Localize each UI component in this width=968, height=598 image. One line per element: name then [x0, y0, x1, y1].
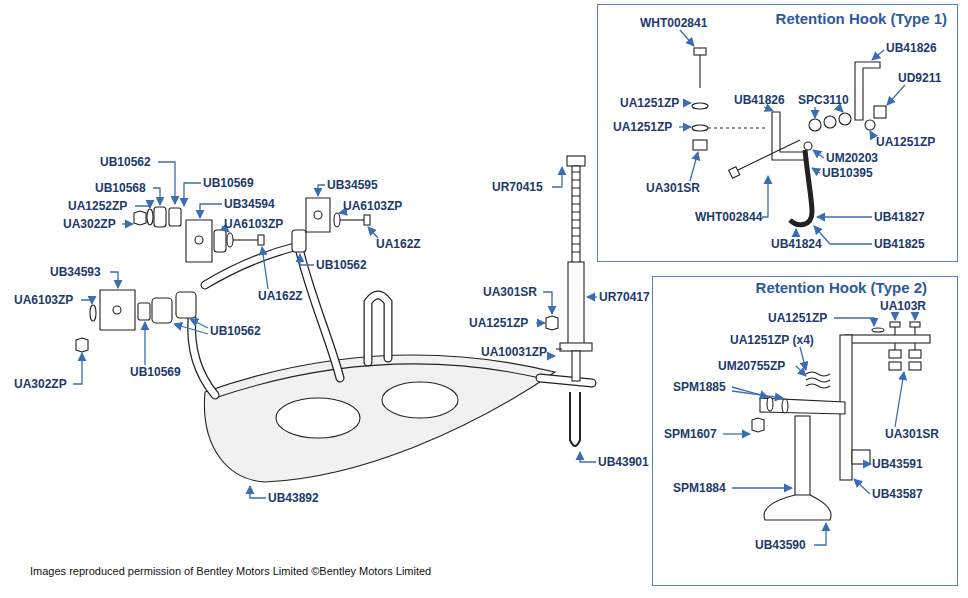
part-number: UA301SR: [646, 181, 700, 195]
part-number: UA1251ZP: [768, 311, 827, 325]
part-number: UB43901: [598, 455, 649, 469]
part-number: UA6103ZP: [14, 293, 73, 307]
part-number: UA6103ZP: [224, 217, 283, 231]
part-number: UA162Z: [376, 237, 421, 251]
part-number: WHT002844: [695, 210, 762, 224]
part-number: SPC3110: [798, 93, 849, 107]
part-number: UA1251ZP: [613, 120, 672, 134]
part-number: UR70415: [492, 180, 543, 194]
retention-hook: [692, 48, 886, 225]
bush-group: [76, 290, 196, 352]
part-number: UB41827: [874, 210, 925, 224]
part-number: UB34593: [50, 265, 101, 279]
part-number: UA1251ZP (x4): [730, 333, 814, 347]
part-number: UB10562: [210, 324, 261, 338]
part-number: UA162Z: [258, 289, 303, 303]
copyright-caption: Images reproduced permission of Bentley …: [30, 564, 431, 578]
part-number: UR70417: [599, 290, 650, 304]
part-number: UB10562: [100, 155, 151, 169]
part-number: WHT002841: [640, 16, 707, 30]
part-number: SPM1885: [673, 380, 726, 394]
part-number: UB10562: [316, 258, 367, 272]
part-number: UB43591: [872, 457, 923, 471]
part-number: UA301SR: [885, 427, 939, 441]
part-number: UB41826: [886, 41, 937, 55]
part-number: UB43892: [268, 491, 319, 505]
part-number: UB43590: [755, 538, 806, 552]
part-number: UB10569: [203, 176, 254, 190]
part-number: UB34594: [224, 197, 275, 211]
part-number: UB10395: [822, 166, 873, 180]
frame-tube: [192, 246, 592, 395]
part-number: UB43587: [872, 487, 923, 501]
part-number: UD9211: [898, 71, 941, 85]
support-rod: [546, 156, 592, 446]
part-number: UA10031ZP: [481, 345, 547, 359]
part-number: UA1251ZP: [876, 135, 935, 149]
part-number: SPM1607: [664, 427, 717, 441]
part-number: UA302ZP: [63, 217, 116, 231]
part-number: UA302ZP: [14, 377, 67, 391]
part-number: UA1252ZP: [68, 199, 127, 213]
part-number: UB41826: [734, 93, 785, 107]
part-number: UA1251ZP: [469, 316, 528, 330]
part-number: UB41825: [874, 237, 925, 251]
bush-group: [134, 207, 264, 262]
part-number: UA301SR: [483, 285, 537, 299]
part-number: UM20755ZP: [718, 359, 785, 373]
part-number: UB10569: [130, 365, 181, 379]
part-number: UA1251ZP: [620, 96, 679, 110]
part-number: SPM1884: [673, 481, 726, 495]
part-number: UM20203: [826, 151, 878, 165]
retention-hook: [752, 322, 930, 520]
part-number: UB41824: [771, 237, 822, 251]
part-number: UB10568: [95, 181, 146, 195]
part-number: UB34595: [327, 178, 378, 192]
part-number: UA6103ZP: [343, 199, 402, 213]
part-number: UA103R: [880, 299, 926, 313]
inset-title: Retention Hook (Type 2): [653, 279, 927, 297]
cradle: [204, 355, 555, 482]
